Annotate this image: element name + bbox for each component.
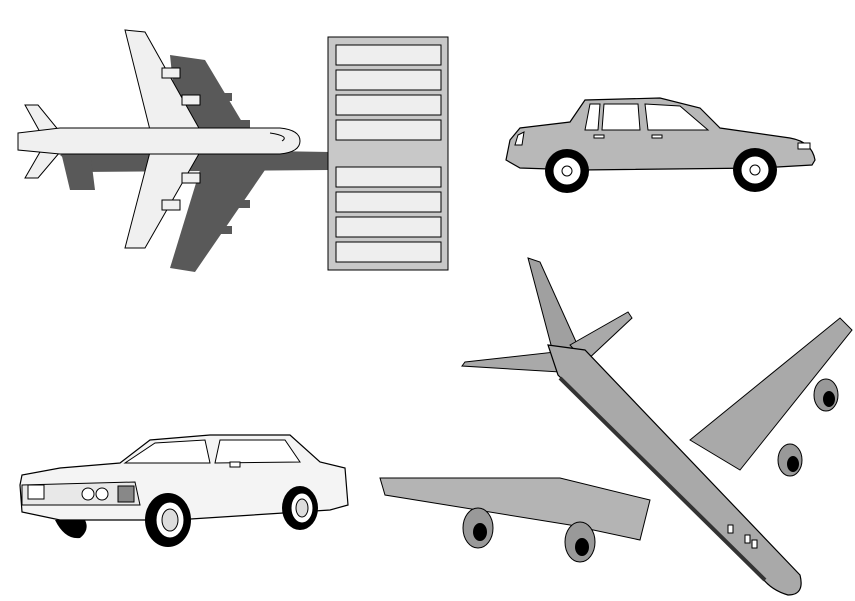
rack-slot — [335, 241, 442, 263]
jumbo-jet-icon — [379, 257, 853, 596]
airplane-shadow — [60, 55, 340, 272]
rack-slot — [335, 166, 442, 188]
wheel — [145, 493, 191, 547]
rack-slot — [335, 119, 442, 141]
rack-slot — [335, 216, 442, 238]
airplane-top-view-icon — [17, 29, 340, 272]
wheel — [733, 148, 777, 192]
airplane-body — [17, 29, 301, 249]
rack-slot — [335, 44, 442, 66]
engine — [564, 521, 596, 563]
wheel — [545, 149, 589, 193]
server-rack-icon — [327, 36, 449, 271]
rack-slot — [335, 69, 442, 91]
coupe-car-icon — [19, 434, 349, 547]
engine — [777, 443, 803, 477]
rack-slot — [335, 191, 442, 213]
sedan-car-icon — [505, 97, 816, 193]
rack-slot — [335, 94, 442, 116]
engine — [462, 507, 494, 549]
engine — [813, 378, 839, 412]
wheel — [282, 486, 318, 530]
